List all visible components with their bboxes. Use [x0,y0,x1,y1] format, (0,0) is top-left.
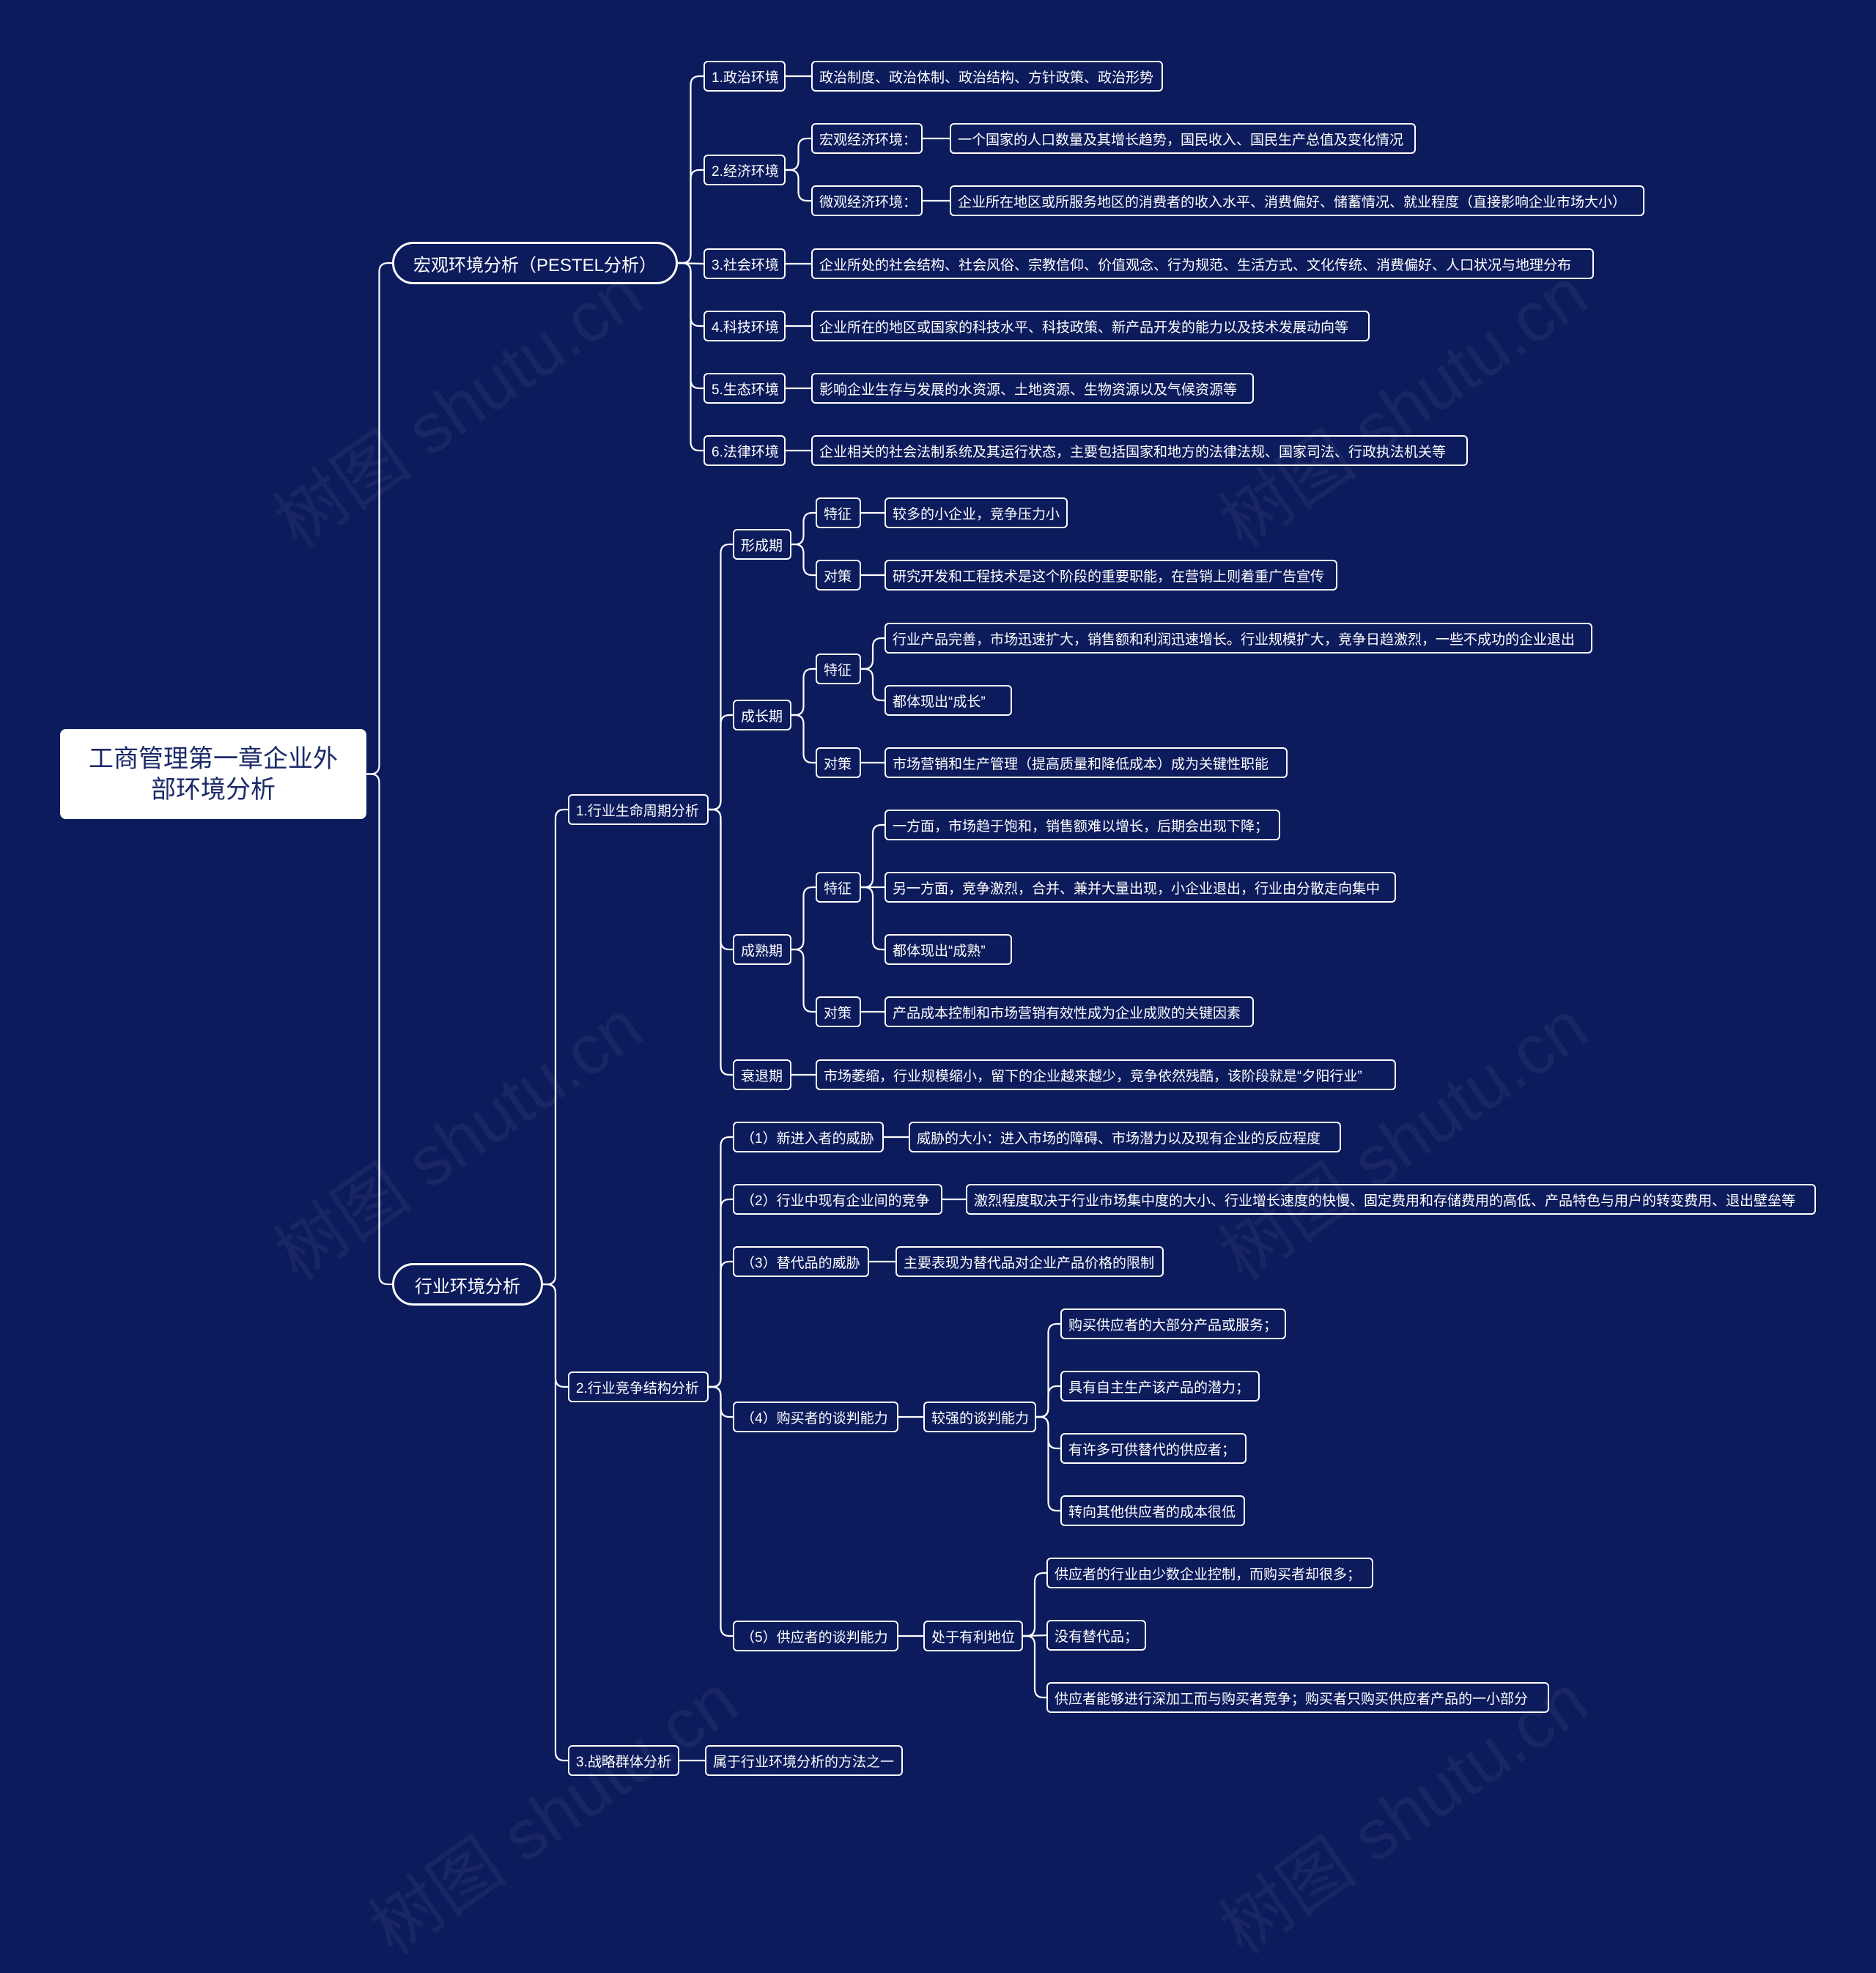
node-strategic-group-desc[interactable]: 属于行业环境分析的方法之一 [705,1745,903,1776]
node-growth-feature-1[interactable]: 行业产品完善，市场迅速扩大，销售额和利润迅速增长。行业规模扩大，竞争日趋激烈，一… [885,623,1592,654]
node-buyers-item[interactable]: 有许多可供替代的供应者； [1060,1433,1247,1464]
connector-line [678,262,704,452]
connector-line [861,886,885,951]
node-political-desc[interactable]: 政治制度、政治体制、政治结构、方针政策、政治形势 [811,61,1163,92]
connector-line [791,667,816,717]
connector-line [861,637,885,670]
mind-map: 树图 shutu.cn 树图 shutu.cn 树图 shutu.cn 树图 s… [60,61,1816,1969]
node-maturity-strategy-desc[interactable]: 产品成本控制和市场营销有效性成为企业成败的关键因素 [885,996,1254,1027]
node-ecology[interactable]: 5.生态环境 [704,373,786,404]
connector-line [786,137,811,171]
node-social-desc[interactable]: 企业所处的社会结构、社会风俗、宗教信仰、价值观念、行为规范、生活方式、文化传统、… [811,248,1594,279]
node-suppliers-item[interactable]: 没有替代品； [1046,1620,1146,1651]
node-competition[interactable]: 2.行业竞争结构分析 [568,1372,709,1402]
node-maturity-strategy[interactable]: 对策 [816,996,861,1027]
node-maturity-feature-3[interactable]: 都体现出“成熟” [885,934,1012,965]
connector-line [1023,1635,1046,1699]
node-micro-economy[interactable]: 微观经济环境： [811,185,923,216]
node-formation-strategy-desc[interactable]: 研究开发和工程技术是这个阶段的重要职能，在营销上则着重广告宣传 [885,560,1337,591]
connector-line [1036,1415,1060,1512]
connector-line [791,543,816,577]
node-suppliers-position[interactable]: 处于有利地位 [923,1621,1023,1651]
node-lifecycle[interactable]: 1.行业生命周期分析 [568,794,709,825]
node-rivalry[interactable]: （2）行业中现有企业间的竞争 [733,1184,942,1215]
connector-line [543,1283,568,1762]
connector-line [861,667,885,702]
node-buyers-item[interactable]: 转向其他供应者的成本很低 [1060,1495,1245,1526]
connector-line [709,808,733,1076]
node-substitutes-desc[interactable]: 主要表现为替代品对企业产品价格的限制 [895,1246,1164,1277]
connector-line [791,714,816,764]
node-legal-desc[interactable]: 企业相关的社会法制系统及其运行状态，主要包括国家和地方的法律法规、国家司法、行政… [811,435,1468,466]
node-growth-strategy-desc[interactable]: 市场营销和生产管理（提高质量和降低成本）成为关键性职能 [885,747,1288,778]
node-decline-desc[interactable]: 市场萎缩，行业规模缩小，留下的企业越来越少，竞争依然残酷，该阶段就是“夕阳行业” [816,1059,1396,1090]
node-macro-economy-desc[interactable]: 一个国家的人口数量及其增长趋势，国民收入、国民生产总值及变化情况 [950,123,1416,154]
node-buyers-power[interactable]: 较强的谈判能力 [923,1402,1036,1432]
node-technology-desc[interactable]: 企业所在的地区或国家的科技水平、科技政策、新产品开发的能力以及技术发展动向等 [811,311,1370,341]
node-strategic-group[interactable]: 3.战略群体分析 [568,1745,679,1776]
node-maturity-feature[interactable]: 特征 [816,872,861,903]
node-formation-feature-desc[interactable]: 较多的小企业，竞争压力小 [885,497,1068,528]
connector-line [791,948,816,1013]
node-growth-feature[interactable]: 特征 [816,654,861,684]
node-rivalry-desc[interactable]: 激烈程度取决于行业市场集中度的大小、行业增长速度的快慢、固定费用和存储费用的高低… [966,1184,1816,1215]
node-micro-economy-desc[interactable]: 企业所在地区或所服务地区的消费者的收入水平、消费偏好、储蓄情况、就业程度（直接影… [950,185,1644,216]
connector-line [709,1385,733,1637]
node-formation-strategy[interactable]: 对策 [816,560,861,591]
node-growth[interactable]: 成长期 [733,700,791,730]
node-maturity-feature-2[interactable]: 另一方面，竞争激烈，合并、兼并大量出现，小企业退出，行业由分散走向集中 [885,872,1396,903]
node-macro-economy[interactable]: 宏观经济环境： [811,123,923,154]
connector-line [791,886,816,951]
connector-line [791,511,816,546]
node-new-entrants-desc[interactable]: 威胁的大小：进入市场的障碍、市场潜力以及现有企业的反应程度 [909,1122,1341,1152]
node-economic[interactable]: 2.经济环境 [704,155,786,185]
root-topic[interactable]: 工商管理第一章企业外部环境分析 [60,729,366,819]
connector-line [786,169,811,202]
node-ecology-desc[interactable]: 影响企业生存与发展的水资源、土地资源、生物资源以及气候资源等 [811,373,1254,404]
node-substitutes[interactable]: （3）替代品的威胁 [733,1246,869,1277]
node-legal[interactable]: 6.法律环境 [704,435,786,466]
connector-line [1036,1385,1060,1418]
node-suppliers-item[interactable]: 供应者能够进行深加工而与购买者竞争；购买者只购买供应者产品的一小部分 [1046,1682,1549,1713]
connector-line [709,714,733,811]
node-suppliers[interactable]: （5）供应者的谈判能力 [733,1621,898,1651]
node-growth-strategy[interactable]: 对策 [816,747,861,778]
node-new-entrants[interactable]: （1）新进入者的威胁 [733,1122,884,1152]
node-buyers-item[interactable]: 具有自主生产该产品的潜力； [1060,1371,1260,1402]
connector-line [366,773,392,1286]
connector-line [1023,1572,1046,1637]
connector-line [543,808,568,1286]
connector-line [709,1260,733,1388]
connector-lines [366,75,1060,1762]
node-technology[interactable]: 4.科技环境 [704,311,786,341]
node-suppliers-item[interactable]: 供应者的行业由少数企业控制，而购买者却很多； [1046,1558,1373,1588]
node-buyers[interactable]: （4）购买者的谈判能力 [733,1402,898,1432]
node-decline[interactable]: 衰退期 [733,1059,791,1090]
connector-line [861,823,885,889]
topic-macro-environment[interactable]: 宏观环境分析（PESTEL分析） [392,242,678,284]
node-growth-feature-2[interactable]: 都体现出“成长” [885,685,1012,716]
node-maturity[interactable]: 成熟期 [733,934,791,965]
node-buyers-item[interactable]: 购买供应者的大部分产品或服务； [1060,1308,1286,1339]
node-political[interactable]: 1.政治环境 [704,61,786,92]
topic-industry-environment[interactable]: 行业环境分析 [392,1263,543,1306]
node-formation[interactable]: 形成期 [733,529,791,560]
connector-line [366,262,392,775]
node-social[interactable]: 3.社会环境 [704,248,786,279]
connector-line [678,169,704,264]
node-maturity-feature-1[interactable]: 一方面，市场趋于饱和，销售额难以增长，后期会出现下降； [885,810,1280,840]
node-formation-feature[interactable]: 特征 [816,497,861,528]
